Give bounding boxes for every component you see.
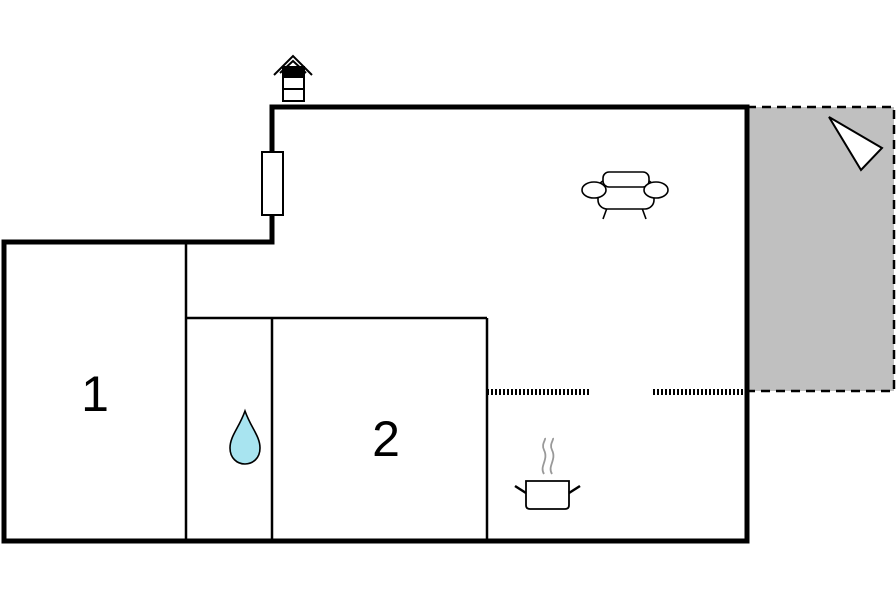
fireplace-chimney-icon (273, 54, 313, 102)
window (261, 151, 284, 216)
terrace-direction-icon (828, 116, 884, 172)
terrace-dashed-border (747, 105, 896, 393)
cooking-pot-icon (514, 437, 581, 510)
interior-walls (184, 242, 489, 541)
room-label-2: 2 (372, 411, 400, 467)
sofa-icon (581, 171, 669, 220)
outer-wall (1, 104, 750, 544)
room-label-1: 1 (81, 366, 109, 422)
water-drop-icon (229, 408, 261, 465)
